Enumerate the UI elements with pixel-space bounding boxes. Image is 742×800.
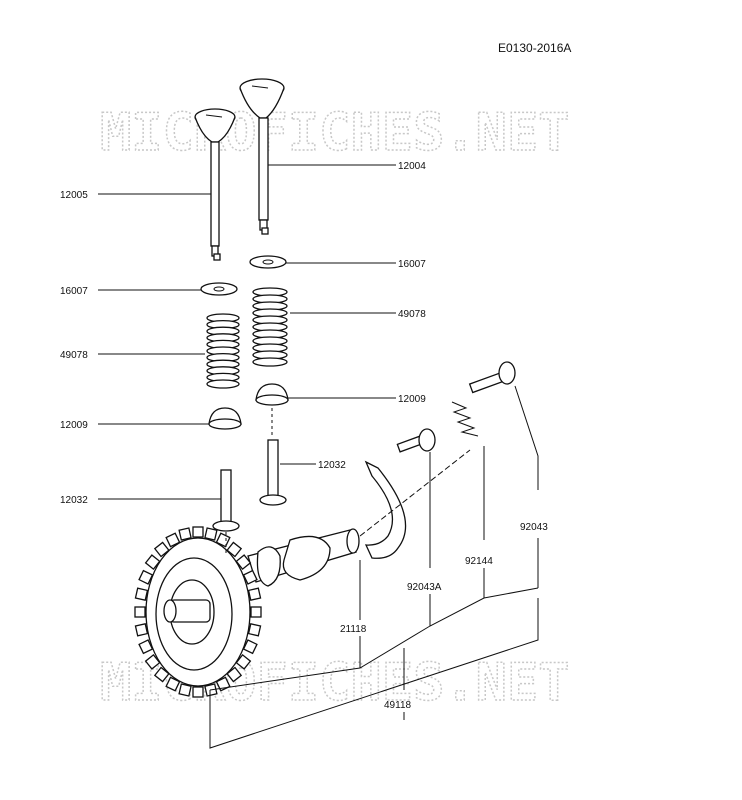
spring-right[interactable] [252,287,288,367]
governor-bolt[interactable] [396,428,436,453]
diagram-code: E0130-2016A [498,41,571,55]
spring-left[interactable] [206,313,240,389]
label-49078-right: 49078 [398,309,426,320]
label-92043: 92043 [520,522,548,533]
governor-pin[interactable] [468,361,516,394]
label-12005: 12005 [60,190,88,201]
label-49078-left: 49078 [60,350,88,361]
label-49118: 49118 [384,700,412,711]
label-12009-right: 12009 [398,394,426,405]
label-12032-right: 12032 [318,460,346,471]
group-bracket-upper [209,587,539,691]
governor-bracket[interactable] [364,460,407,559]
valve-left[interactable] [194,108,236,257]
label-16007-right: 16007 [398,259,426,270]
retainer-left[interactable] [200,282,238,296]
label-16007-left: 16007 [60,286,88,297]
valve-key-left[interactable] [213,253,221,261]
label-92043A: 92043A [407,582,442,593]
valve-right[interactable] [239,78,285,231]
label-12032-left: 12032 [60,495,88,506]
valve-key-right[interactable] [261,227,269,235]
label-21118: 21118 [340,624,367,635]
governor-spring[interactable] [451,401,479,437]
label-12009-left: 12009 [60,420,88,431]
tappet-right[interactable] [259,439,287,506]
camshaft[interactable] [134,526,360,698]
tappet-left[interactable] [212,469,240,532]
group-bracket-lower [209,598,539,749]
retainer-right[interactable] [249,255,287,269]
tappet-cap-left[interactable] [208,407,242,430]
label-92144: 92144 [465,556,493,567]
watermark-top: MICROFICHES.NET [100,103,570,163]
leader-92043 [514,385,539,490]
label-12004: 12004 [398,161,426,172]
align-shaft [359,449,471,537]
tappet-cap-right[interactable] [255,383,289,406]
